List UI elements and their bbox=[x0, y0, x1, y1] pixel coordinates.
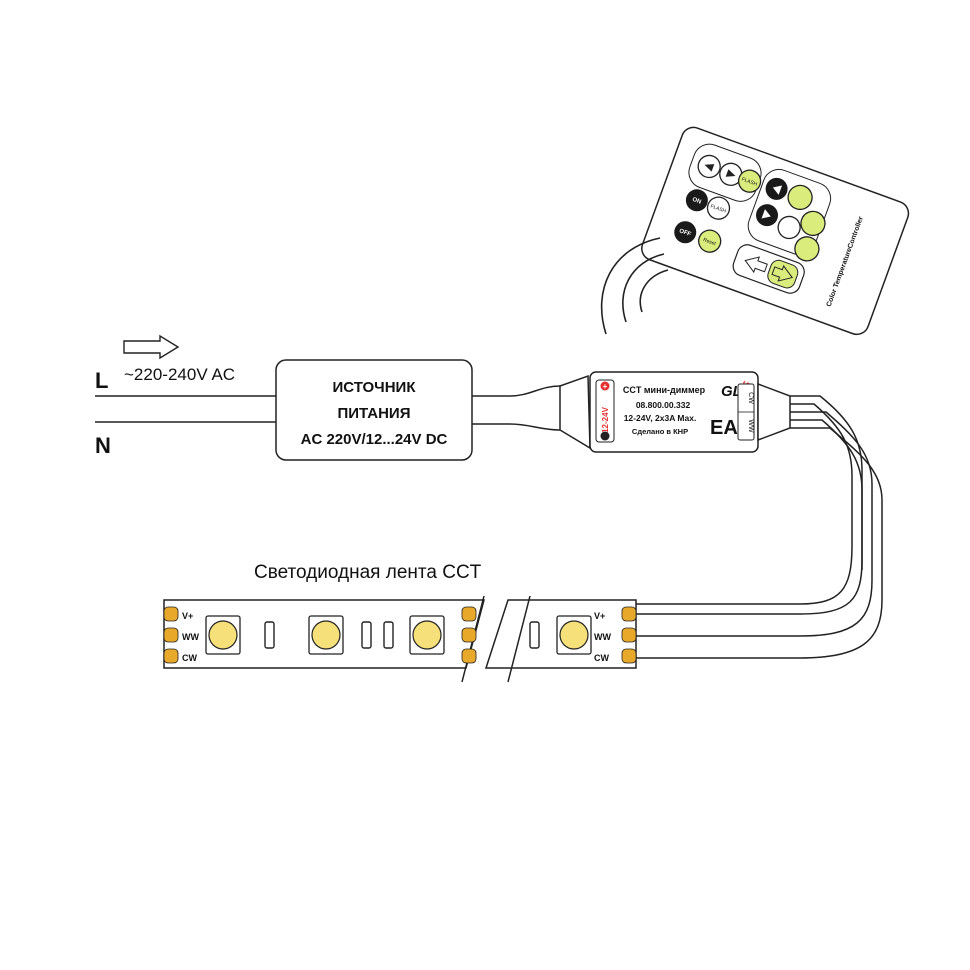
pad-right-vplus bbox=[621, 606, 637, 622]
psu-line-3: AC 220V/12...24V DC bbox=[301, 431, 448, 448]
pad-left-vplus bbox=[163, 606, 179, 622]
mode-left-icon[interactable] bbox=[742, 253, 768, 276]
dimmer-rating: 12-24V, 2x3A Max. bbox=[624, 413, 697, 423]
strip-title: Светодиодная лента CCT bbox=[254, 562, 482, 583]
psu-line-2: ПИТАНИЯ bbox=[337, 405, 410, 422]
flash-mode-button[interactable] bbox=[704, 194, 732, 222]
pad-right-cw bbox=[621, 648, 637, 664]
white-button[interactable] bbox=[775, 213, 803, 241]
flash-button[interactable] bbox=[736, 167, 764, 195]
neutral-label: N bbox=[95, 433, 111, 458]
line-label: L bbox=[95, 368, 108, 393]
minus-icon bbox=[600, 431, 610, 441]
led-chip bbox=[556, 615, 592, 655]
reset-button[interactable] bbox=[696, 227, 724, 255]
pad-left-label: CW bbox=[182, 653, 197, 663]
pad-right-label: CW bbox=[594, 653, 609, 663]
psu-line-1: ИСТОЧНИК bbox=[332, 379, 416, 396]
resistor bbox=[383, 621, 394, 649]
mains-voltage: ~220-240V AC bbox=[124, 365, 235, 384]
dimmer-ww: WW bbox=[747, 419, 754, 433]
flash-mode-label: FLASH bbox=[710, 204, 728, 215]
mode-right-icon[interactable] bbox=[771, 263, 795, 285]
pad-right-label: WW bbox=[594, 632, 611, 642]
on-label: ON bbox=[691, 197, 702, 206]
led-chip bbox=[205, 615, 241, 655]
resistor bbox=[529, 621, 540, 649]
svg-text:+: + bbox=[603, 382, 608, 391]
pad-right-ww bbox=[621, 627, 637, 643]
dimmer-made-in: Сделано в КНР bbox=[632, 427, 688, 436]
flash-label: FLASH bbox=[741, 177, 759, 188]
arrow-right-icon bbox=[123, 334, 180, 360]
preset-1-button[interactable] bbox=[785, 182, 816, 213]
output-cable bbox=[636, 395, 883, 659]
power-supply: ИСТОЧНИК ПИТАНИЯ AC 220V/12...24V DC bbox=[275, 359, 473, 461]
resistor bbox=[264, 621, 275, 649]
preset-3-button[interactable] bbox=[792, 233, 823, 264]
dimmer-input: 12-24V bbox=[601, 406, 610, 432]
off-button[interactable] bbox=[671, 218, 699, 246]
pad-mid bbox=[461, 648, 477, 664]
on-button[interactable] bbox=[683, 186, 711, 214]
dimmer-title: CCT мини-диммер bbox=[623, 385, 706, 395]
preset-2-button[interactable] bbox=[798, 208, 829, 239]
off-label: OFF bbox=[678, 228, 692, 238]
cct-mini-dimmer: + 12-24V CCT мини-диммер GLS ƒ+ 08.800.0… bbox=[559, 371, 791, 453]
pad-left-cw bbox=[163, 648, 179, 664]
signal-waves-icon bbox=[600, 237, 669, 335]
mains-wires bbox=[95, 395, 276, 423]
pad-left-ww bbox=[163, 627, 179, 643]
dimmer-cw: CW bbox=[747, 392, 754, 404]
resistor bbox=[361, 621, 372, 649]
reset-label: Reset bbox=[702, 237, 717, 247]
pad-mid bbox=[461, 627, 477, 643]
led-strip: V+ WW CW V+ WW CW bbox=[163, 595, 637, 683]
led-chip bbox=[409, 615, 445, 655]
remote-control: FLASH ON FLASH OFF Reset Color Temperatu… bbox=[641, 126, 910, 336]
led-chip bbox=[308, 615, 344, 655]
pad-left-label: V+ bbox=[182, 611, 193, 621]
pad-left-label: WW bbox=[182, 632, 199, 642]
pad-mid bbox=[461, 606, 477, 622]
plus-icon bbox=[600, 381, 610, 391]
dimmer-code: 08.800.00.332 bbox=[636, 400, 691, 410]
pad-right-label: V+ bbox=[594, 611, 605, 621]
